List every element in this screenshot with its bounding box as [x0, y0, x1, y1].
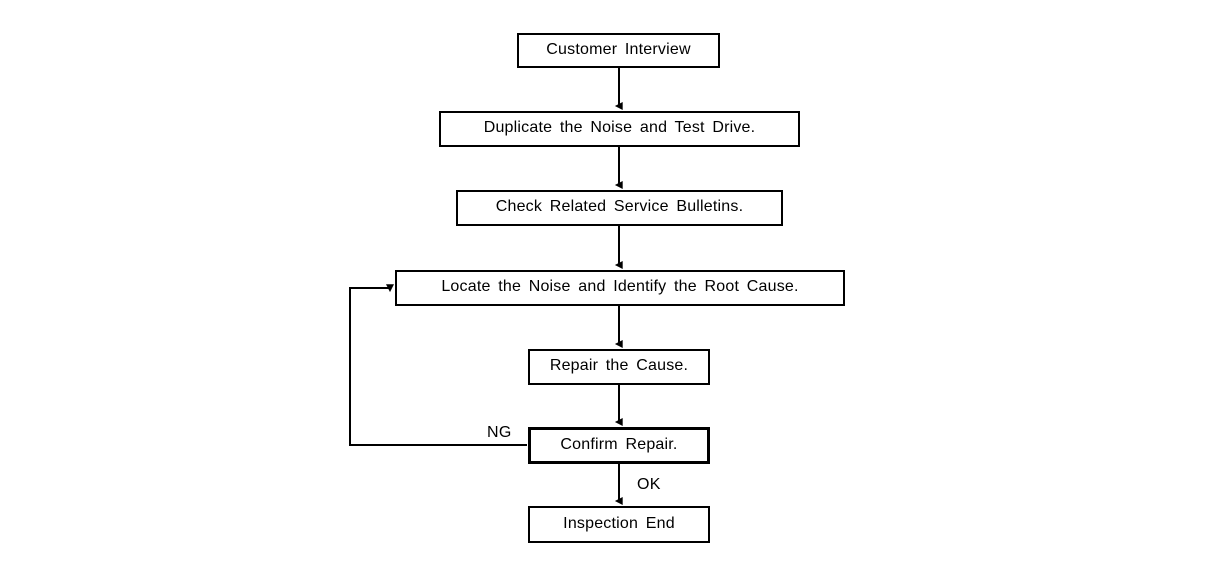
- node-label-inspection-end: Inspection End: [563, 514, 675, 532]
- node-label-confirm-repair: Confirm Repair.: [560, 435, 678, 453]
- node-inspection-end[interactable]: Inspection End: [528, 506, 710, 543]
- node-label-customer-interview: Customer Interview: [546, 40, 691, 58]
- node-confirm-repair[interactable]: Confirm Repair.: [528, 427, 710, 464]
- node-label-check-bulletins: Check Related Service Bulletins.: [495, 198, 744, 215]
- node-label-duplicate-noise: Duplicate the Noise and Test Drive.: [483, 119, 756, 136]
- edge-label-ok: OK: [637, 476, 661, 493]
- node-check-bulletins[interactable]: Check Related Service Bulletins.: [456, 190, 783, 226]
- node-label-locate-noise: Locate the Noise and Identify the Root C…: [441, 278, 799, 295]
- node-repair-cause[interactable]: Repair the Cause.: [528, 349, 710, 385]
- node-label-repair-cause: Repair the Cause.: [549, 357, 689, 374]
- node-duplicate-noise[interactable]: Duplicate the Noise and Test Drive.: [439, 111, 800, 147]
- edge-confirm-to-locate-ng: [349, 284, 527, 446]
- node-customer-interview[interactable]: Customer Interview: [517, 33, 720, 68]
- edge-label-ng: NG: [487, 424, 512, 441]
- node-locate-noise[interactable]: Locate the Noise and Identify the Root C…: [395, 270, 845, 306]
